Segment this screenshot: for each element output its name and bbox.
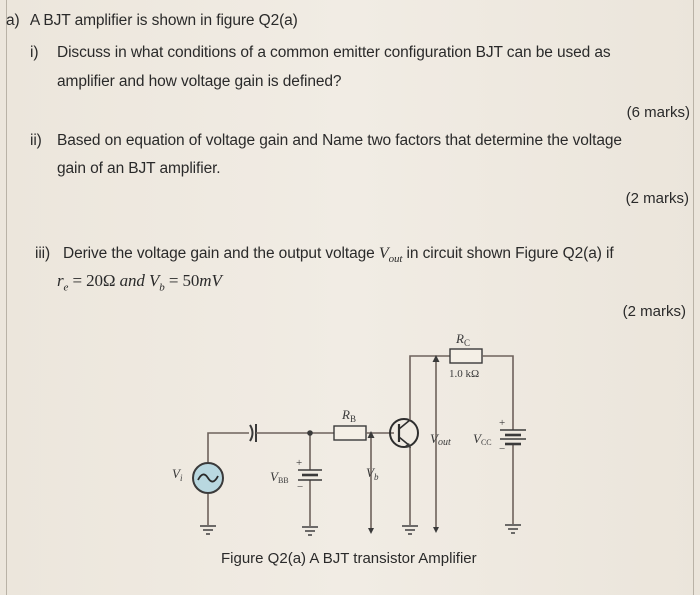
vcc-plus: + bbox=[499, 417, 505, 429]
ground-icon bbox=[505, 524, 521, 534]
part-a-label: a) bbox=[6, 12, 20, 29]
transistor-collector-lead bbox=[398, 419, 411, 430]
battery-vbb-icon bbox=[298, 469, 322, 481]
vcc-label: VCC bbox=[473, 431, 492, 447]
rb-label: RB bbox=[341, 407, 356, 424]
item-iii-text-post: in circuit shown Figure Q2(a) if bbox=[406, 245, 614, 262]
wire-source-to-cap bbox=[207, 432, 249, 462]
item-ii-label: ii) bbox=[30, 132, 42, 149]
resistor-rc bbox=[449, 348, 483, 364]
item-iii-marks: (2 marks) bbox=[622, 303, 686, 320]
item-i-line-1: Discuss in what conditions of a common e… bbox=[57, 44, 611, 61]
given-values: re = 20Ω and Vb = 50mV bbox=[57, 271, 222, 294]
item-iii-text-pre: Derive the voltage gain and the output v… bbox=[63, 245, 375, 262]
vb-arrow-down-icon bbox=[368, 528, 374, 534]
item-i-label: i) bbox=[30, 44, 39, 61]
vout-label: Vout bbox=[430, 431, 451, 448]
part-a-text: A BJT amplifier is shown in figure Q2(a) bbox=[29, 12, 298, 29]
junction-dot bbox=[307, 430, 313, 436]
ground-icon bbox=[402, 525, 418, 535]
vout-arrow-down-icon bbox=[433, 527, 439, 533]
item-i-line-2: amplifier and how voltage gain is define… bbox=[57, 73, 342, 90]
wire-collector-to-rc bbox=[409, 355, 450, 420]
part-a-heading: a) A BJT amplifier is shown in figure Q2… bbox=[6, 12, 298, 30]
vout-arrow-up-icon bbox=[432, 355, 440, 362]
item-i-marks: (6 marks) bbox=[626, 104, 690, 121]
vout-symbol: Vout bbox=[378, 245, 403, 266]
page-edge-left bbox=[6, 0, 7, 595]
item-ii-line-2: gain of an BJT amplifier. bbox=[57, 160, 221, 177]
ground-icon bbox=[200, 525, 216, 535]
item-ii-line-1: Based on equation of voltage gain and Na… bbox=[57, 132, 622, 149]
transistor-body bbox=[389, 418, 419, 448]
rc-value: 1.0 kΩ bbox=[449, 368, 479, 380]
vb-arrow-up-icon bbox=[367, 431, 375, 438]
vcc-minus: − bbox=[499, 443, 505, 455]
capacitor-curved-plate bbox=[249, 424, 254, 442]
vbb-label: VBB bbox=[270, 469, 289, 485]
vbb-plus: + bbox=[296, 457, 302, 469]
vb-label: Vb bbox=[366, 465, 379, 482]
page-edge-right bbox=[693, 0, 694, 595]
battery-vcc-icon bbox=[500, 429, 526, 446]
emitter-arrow-icon bbox=[405, 443, 411, 448]
figure-caption: Figure Q2(a) A BJT transistor Amplifier bbox=[221, 550, 477, 567]
item-iii-line-1: Derive the voltage gain and the output v… bbox=[63, 245, 614, 265]
ground-icon bbox=[302, 526, 318, 536]
item-iii-label: iii) bbox=[35, 245, 51, 262]
vbb-minus: − bbox=[297, 481, 303, 493]
ground-symbols bbox=[200, 524, 521, 536]
rc-label: RC bbox=[455, 331, 470, 348]
wire-rc-to-vcc bbox=[482, 355, 514, 430]
item-ii-marks: (2 marks) bbox=[625, 190, 689, 207]
resistor-rb bbox=[333, 425, 367, 441]
vi-label: Vi bbox=[172, 466, 183, 483]
sine-wave-icon bbox=[197, 473, 219, 483]
